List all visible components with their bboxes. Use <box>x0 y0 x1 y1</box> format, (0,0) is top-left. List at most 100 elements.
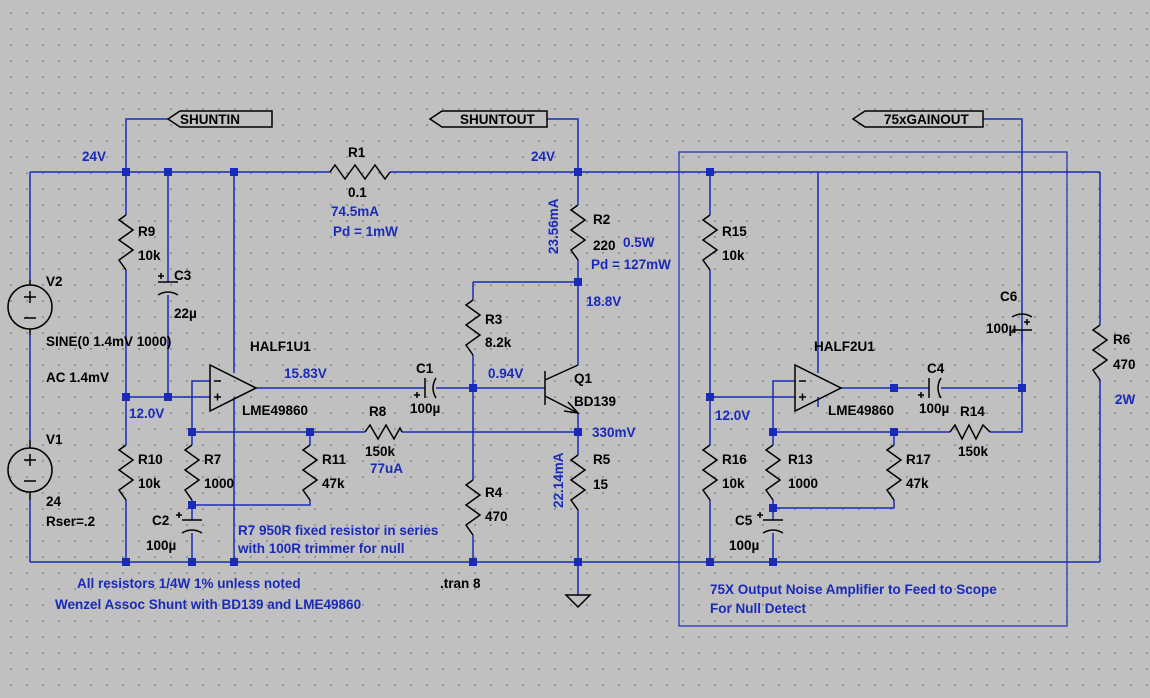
r9-value: 10k <box>138 248 161 263</box>
voltage-collector: 18.8V <box>586 294 621 309</box>
r9-name: R9 <box>138 224 155 239</box>
net-flag-shuntout[interactable]: SHUNTOUT <box>428 110 548 128</box>
resistor-r8[interactable]: R8 150k <box>364 404 403 459</box>
voltage-bias-left: 12.0V <box>129 406 164 421</box>
r8-value: 150k <box>365 444 396 459</box>
resistor-r2[interactable]: R2 220 0.5W <box>569 204 655 261</box>
r11-value: 47k <box>322 476 345 491</box>
r15-name: R15 <box>722 224 747 239</box>
r16-value: 10k <box>722 476 745 491</box>
v2-value: SINE(0 1.4mV 1000) <box>46 334 171 349</box>
capacitor-c4[interactable]: C4 100µ <box>918 361 949 416</box>
r13-name: R13 <box>788 452 813 467</box>
r2-name: R2 <box>593 212 610 227</box>
r1-name: R1 <box>348 145 366 160</box>
resistor-r17[interactable]: R17 47k <box>885 444 931 501</box>
c6-name: C6 <box>1000 289 1018 304</box>
c1-value: 100µ <box>410 401 440 416</box>
r14-value: 150k <box>958 444 989 459</box>
u1-name: HALF1U1 <box>250 339 311 354</box>
r1-power: Pd = 1mW <box>333 224 398 239</box>
r3-name: R3 <box>485 312 503 327</box>
resistor-r15[interactable]: R15 10k <box>701 214 747 271</box>
r2-power: Pd = 127mW <box>591 257 671 272</box>
voltage-24v-left: 24V <box>82 149 106 164</box>
c1-name: C1 <box>416 361 434 376</box>
r5-current: 22.14mA <box>551 452 566 508</box>
v1-name: V1 <box>46 432 63 447</box>
r7-name: R7 <box>204 452 221 467</box>
r4-value: 470 <box>485 509 508 524</box>
source-v2[interactable]: V2 SINE(0 1.4mV 1000) AC 1.4mV <box>7 274 171 385</box>
capacitor-c3[interactable]: C3 22µ <box>157 268 197 321</box>
r11-name: R11 <box>322 452 347 467</box>
opamp-half1u1[interactable]: HALF1U1 LME49860 <box>209 339 311 418</box>
capacitor-c2[interactable]: C2 100µ <box>146 512 203 553</box>
r17-name: R17 <box>906 452 931 467</box>
r6-name: R6 <box>1113 332 1131 347</box>
resistor-r10[interactable]: R10 10k <box>117 444 163 501</box>
net-flag-shuntin[interactable]: SHUNTIN <box>166 110 273 128</box>
voltage-base: 0.94V <box>488 366 523 381</box>
r6-value: 470 <box>1113 357 1136 372</box>
resistor-r4[interactable]: R4 470 <box>464 479 508 536</box>
opamp-half2u1[interactable]: HALF2U1 LME49860 <box>794 339 894 418</box>
output-amp-box <box>678 151 1068 627</box>
c4-value: 100µ <box>919 401 949 416</box>
source-v1[interactable]: V1 24 Rser=.2 <box>7 432 95 529</box>
r3-value: 8.2k <box>485 335 512 350</box>
capacitor-c6[interactable]: C6 100µ <box>986 289 1033 336</box>
resistors-note: All resistors 1/4W 1% unless noted <box>77 576 301 591</box>
v1-value: 24 <box>46 494 62 509</box>
r2-value: 220 <box>593 238 616 253</box>
tran-directive: .tran 8 <box>440 576 481 591</box>
r16-name: R16 <box>722 452 747 467</box>
net-label-gainout: 75xGAINOUT <box>884 112 970 127</box>
v1-rser: Rser=.2 <box>46 514 95 529</box>
r14-name: R14 <box>960 404 985 419</box>
c5-name: C5 <box>735 513 753 528</box>
r4-name: R4 <box>485 485 503 500</box>
net-label-shuntout: SHUNTOUT <box>460 112 536 127</box>
c2-value: 100µ <box>146 538 176 553</box>
voltage-bias-right: 12.0V <box>715 408 750 423</box>
r7-value: 1000 <box>204 476 234 491</box>
c3-name: C3 <box>174 268 192 283</box>
r17-value: 47k <box>906 476 929 491</box>
resistor-r7[interactable]: R7 1000 <box>183 444 234 501</box>
u2-name: HALF2U1 <box>814 339 875 354</box>
r13-value: 1000 <box>788 476 818 491</box>
resistor-r9[interactable]: R9 10k <box>117 214 161 271</box>
resistor-r5[interactable]: R5 15 <box>569 452 611 511</box>
transistor-q1[interactable]: Q1 BD139 <box>544 364 616 415</box>
u2-part: LME49860 <box>828 403 894 418</box>
net-label-shuntin: SHUNTIN <box>180 112 240 127</box>
r2-current: 23.56mA <box>546 198 561 254</box>
capacitor-c1[interactable]: C1 100µ <box>410 361 440 416</box>
amp-note-line1: 75X Output Noise Amplifier to Feed to Sc… <box>710 582 997 597</box>
r1-value: 0.1 <box>348 185 367 200</box>
r7-note-line1: R7 950R fixed resistor in series <box>238 523 438 538</box>
u1-part: LME49860 <box>242 403 308 418</box>
r15-value: 10k <box>722 248 745 263</box>
resistor-r11[interactable]: R11 47k <box>301 444 347 501</box>
resistor-r3[interactable]: R3 8.2k <box>464 299 512 356</box>
resistor-r6[interactable]: R6 470 2W <box>1091 324 1136 407</box>
schematic-title: Wenzel Assoc Shunt with BD139 and LME498… <box>55 597 361 612</box>
wires <box>29 118 1101 595</box>
resistor-r14[interactable]: R14 150k <box>949 404 991 459</box>
r8-name: R8 <box>369 404 387 419</box>
r2-rating: 0.5W <box>623 235 655 250</box>
net-flag-gainout[interactable]: 75xGAINOUT <box>851 110 984 128</box>
v2-ac: AC 1.4mV <box>46 370 109 385</box>
r6-rating: 2W <box>1115 392 1136 407</box>
resistor-r13[interactable]: R13 1000 <box>764 444 818 501</box>
resistor-r1[interactable]: R1 0.1 <box>329 145 391 200</box>
ground-symbol <box>564 594 592 609</box>
v2-name: V2 <box>46 274 63 289</box>
q1-part: BD139 <box>574 394 616 409</box>
resistor-r16[interactable]: R16 10k <box>701 444 747 501</box>
capacitor-c5[interactable]: C5 100µ <box>729 512 784 553</box>
c4-name: C4 <box>927 361 945 376</box>
